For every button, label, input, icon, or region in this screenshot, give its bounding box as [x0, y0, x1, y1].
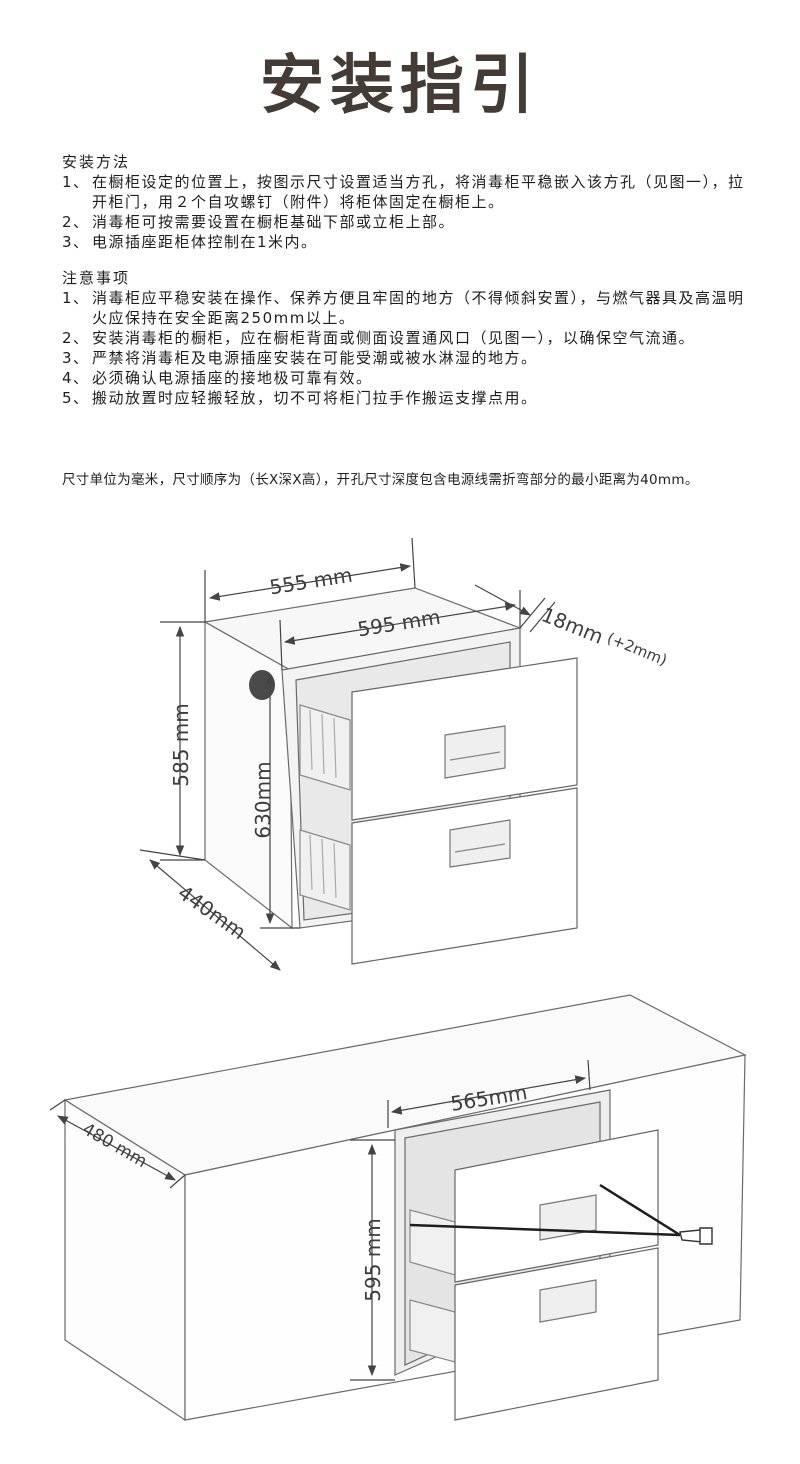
notice-item-1: 1、消毒柜应平稳安装在操作、保养方便且牢固的地方（不得倾斜安置），与燃气器具及高…	[62, 288, 752, 328]
notice-section: 注意事项 1、消毒柜应平稳安装在操作、保养方便且牢固的地方（不得倾斜安置），与燃…	[62, 268, 752, 408]
step-number: 3、	[62, 233, 90, 251]
install-step-1: 1、在橱柜设定的位置上，按图示尺寸设置适当方孔，将消毒柜平稳嵌入该方孔（见图一）…	[62, 172, 752, 212]
item-number: 4、	[62, 369, 90, 387]
notice-heading: 注意事项	[62, 269, 131, 287]
notice-item-3: 3、严禁将消毒柜及电源插座安装在可能受潮或被水淋湿的地方。	[62, 348, 752, 368]
item-text: 消毒柜应平稳安装在操作、保养方便且牢固的地方（不得倾斜安置），与燃气器具及高温明…	[92, 289, 745, 327]
item-text: 搬动放置时应轻搬轻放，切不可将柜门拉手作搬运支撑点用。	[92, 389, 538, 407]
install-heading: 安装方法	[62, 153, 131, 171]
notice-item-5: 5、搬动放置时应轻搬轻放，切不可将柜门拉手作搬运支撑点用。	[62, 388, 752, 408]
item-number: 1、	[62, 289, 90, 307]
install-steps: 1、在橱柜设定的位置上，按图示尺寸设置适当方孔，将消毒柜平稳嵌入该方孔（见图一）…	[62, 172, 752, 252]
dim-front-height-630: 630mm	[251, 761, 275, 838]
dim-width-555: 555 mm	[268, 563, 354, 600]
step-text: 消毒柜可按需要设置在橱柜基础下部或立柜上部。	[92, 213, 456, 231]
dim-height-595: 595 mm	[361, 1218, 385, 1302]
item-number: 3、	[62, 349, 90, 367]
notice-item-4: 4、必须确认电源插座的接地极可靠有效。	[62, 368, 752, 388]
notice-steps: 1、消毒柜应平稳安装在操作、保养方便且牢固的地方（不得倾斜安置），与燃气器具及高…	[62, 288, 752, 408]
vent-hole-icon	[249, 670, 275, 700]
screw-icon	[679, 1227, 713, 1245]
install-step-3: 3、电源插座距柜体控制在1米内。	[62, 232, 752, 252]
step-number: 2、	[62, 213, 90, 231]
notice-item-2: 2、安装消毒柜的橱柜，应在橱柜背面或侧面设置通风口（见图一），以确保空气流通。	[62, 328, 752, 348]
page-title: 安装指引	[260, 49, 540, 123]
step-text: 在橱柜设定的位置上，按图示尺寸设置适当方孔，将消毒柜平稳嵌入该方孔（见图一），拉…	[92, 173, 745, 211]
item-number: 2、	[62, 329, 90, 347]
figure-2-installation-diagram: 565mm 480 mm 595 mm	[49, 994, 747, 1422]
dim-thickness-18: 18mm	[538, 602, 607, 648]
item-text: 安装消毒柜的橱柜，应在橱柜背面或侧面设置通风口（见图一），以确保空气流通。	[92, 329, 696, 347]
dim-thickness-tolerance: (+2mm)	[605, 629, 670, 669]
install-section: 安装方法 1、在橱柜设定的位置上，按图示尺寸设置适当方孔，将消毒柜平稳嵌入该方孔…	[62, 152, 752, 252]
item-number: 5、	[62, 389, 90, 407]
item-text: 严禁将消毒柜及电源插座安装在可能受潮或被水淋湿的地方。	[92, 349, 538, 367]
step-number: 1、	[62, 173, 90, 191]
install-step-2: 2、消毒柜可按需要设置在橱柜基础下部或立柜上部。	[62, 212, 752, 232]
dim-height-585: 585 mm	[169, 703, 193, 787]
step-text: 电源插座距柜体控制在1米内。	[92, 233, 318, 251]
figure-1-cabinet-diagram: 555 mm 595 mm 18mm (+2mm) 585 mm 630mm 4…	[139, 537, 670, 971]
unit-note: 尺寸单位为毫米，尺寸顺序为（长X深X高），开孔尺寸深度包含电源线需折弯部分的最小…	[62, 472, 699, 488]
dim-depth-440: 440mm	[174, 880, 251, 944]
item-text: 必须确认电源插座的接地极可靠有效。	[92, 369, 373, 387]
